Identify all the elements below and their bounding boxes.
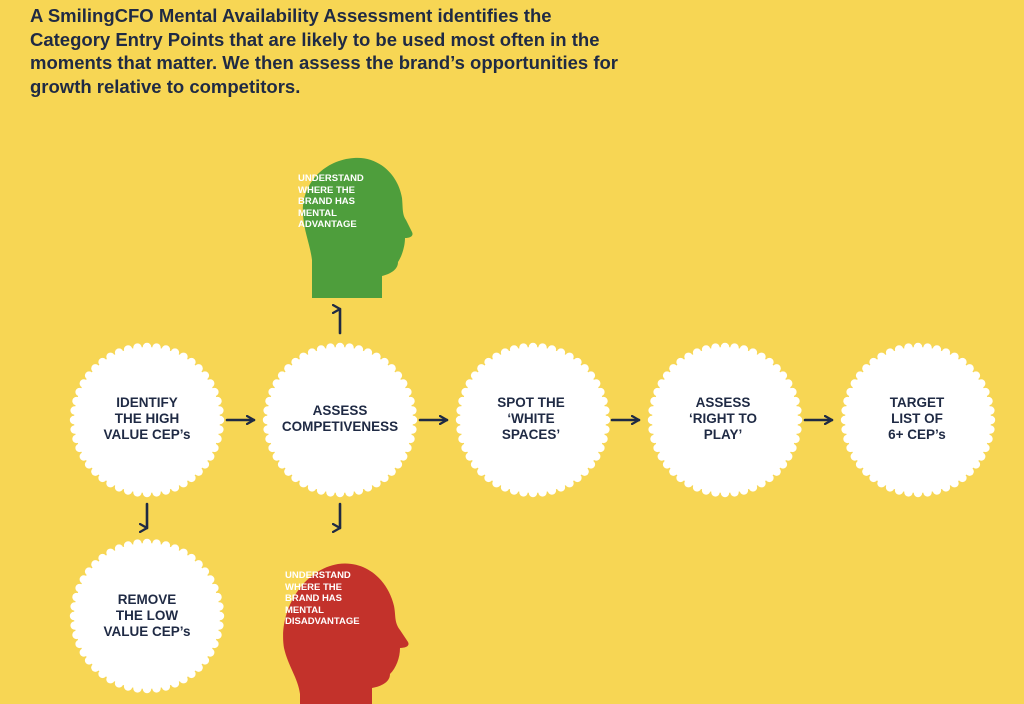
intro-text: A SmilingCFO Mental Availability Assessm… [30, 4, 690, 98]
disadvantage-head-icon [283, 563, 409, 704]
step-target-list-circle [840, 342, 996, 498]
intro-line: moments that matter. We then assess the … [30, 52, 618, 73]
step-assess-right-to-play-circle [647, 342, 803, 498]
intro-line: growth relative to competitors. [30, 75, 301, 97]
step-identify-circle [69, 342, 225, 498]
intro-line: A SmilingCFO Mental Availability Assessm… [30, 5, 552, 26]
advantage-head-icon [302, 157, 413, 298]
step-assess-competitiveness-circle [262, 342, 418, 498]
intro-line: Category Entry Points that are likely to… [30, 28, 600, 50]
step-remove-low-value-circle [69, 538, 225, 694]
step-spot-white-spaces-circle [455, 342, 611, 498]
